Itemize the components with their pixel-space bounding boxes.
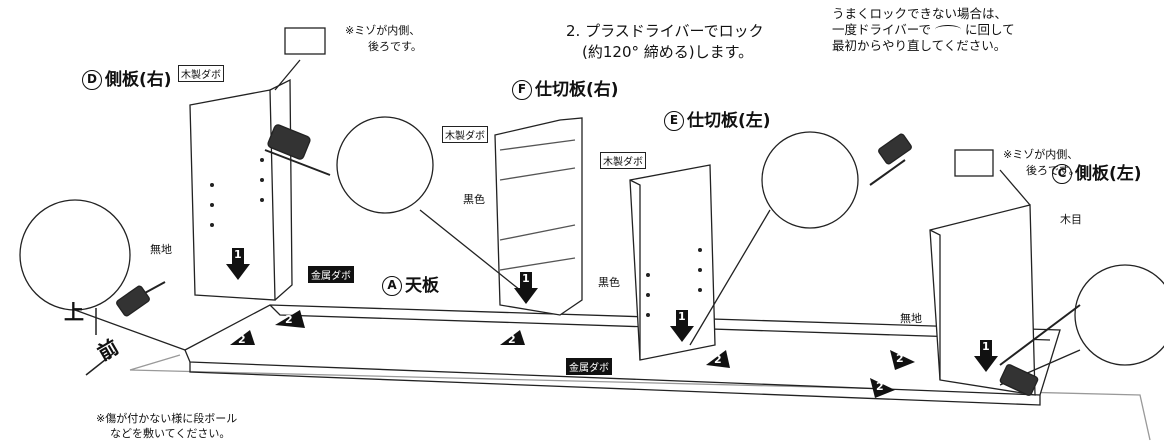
plain-label-1: 無地 (150, 243, 172, 256)
black-label-2: 黒色 (598, 276, 620, 289)
wood-grain-label: 木目 (1060, 213, 1082, 226)
step-number-1b: 1 (522, 272, 530, 285)
step2-line2: (約120° 締める)します。 (582, 43, 754, 61)
step-number-1c: 1 (678, 310, 686, 323)
retry-note-line3: 最初からやり直してください。 (832, 38, 1007, 53)
partition-e (629, 164, 716, 361)
step-number-1d: 1 (982, 340, 990, 353)
metal-dowel-label-2: 金属ダボ (566, 358, 612, 375)
step-number-2e: 2 (896, 352, 904, 365)
bottom-note-line2: などを敷いてください。 (110, 427, 231, 440)
side-board-c (929, 204, 1036, 396)
top-board-outline (184, 304, 1061, 396)
plain-label-2: 無地 (900, 312, 922, 325)
step-number-2a: 2 (238, 333, 246, 346)
wood-dowel-label-2: 木製ダボ (442, 126, 488, 143)
metal-dowel-label-1: 金属ダボ (308, 266, 354, 283)
wood-dowel-label-3: 木製ダボ (600, 152, 646, 169)
groove-note-left-2: 後ろです。 (368, 40, 422, 53)
retry-note-line1: うまくロックできない場合は、 (832, 6, 1008, 21)
counter-rotate-icon (935, 25, 961, 34)
groove-note-right-1: ※ミゾが内側、 (1003, 148, 1079, 161)
bottom-note-line1: ※傷が付かない様に段ボール (96, 412, 238, 425)
step-number-1a: 1 (234, 248, 242, 261)
step-number-2d: 2 (714, 353, 722, 366)
partition-f (494, 117, 583, 316)
step2-line1: 2. プラスドライバーでロック (566, 22, 764, 40)
wood-dowel-label-1: 木製ダボ (178, 65, 224, 82)
black-label-1: 黒色 (463, 193, 485, 206)
retry-note-line2: 一度ドライバーで に回して (832, 22, 1015, 37)
direction-up: 上 (64, 300, 84, 324)
groove-note-left-1: ※ミゾが内側、 (345, 24, 421, 37)
step-number-2f: 2 (876, 380, 884, 393)
step-number-2b: 2 (285, 313, 293, 326)
step-number-2c: 2 (508, 333, 516, 346)
